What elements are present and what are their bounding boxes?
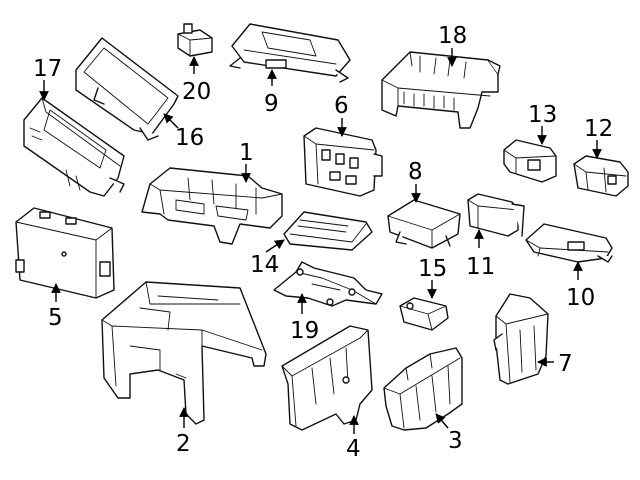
part-8-module xyxy=(387,199,461,249)
callout-10: 10 xyxy=(566,285,595,311)
leader-14 xyxy=(265,239,285,253)
part-15-sensor xyxy=(399,297,449,331)
callout-16: 16 xyxy=(175,125,204,151)
part-14-module xyxy=(283,211,373,251)
callout-3: 3 xyxy=(448,428,463,454)
callout-8: 8 xyxy=(408,159,423,185)
callout-4: 4 xyxy=(346,436,361,462)
part-17-control-module xyxy=(23,97,125,197)
part-13-connector xyxy=(503,139,557,183)
callout-6: 6 xyxy=(334,93,349,119)
part-5-panel-module xyxy=(15,207,115,299)
callout-17: 17 xyxy=(33,56,62,82)
part-18-fuse-box xyxy=(381,51,501,129)
callout-2: 2 xyxy=(176,431,191,457)
callout-18: 18 xyxy=(438,23,467,49)
callout-7: 7 xyxy=(558,351,573,377)
callout-9: 9 xyxy=(264,91,279,117)
leader-3 xyxy=(435,413,449,429)
leader-lines xyxy=(39,48,602,434)
callout-15: 15 xyxy=(418,256,447,282)
callout-12: 12 xyxy=(584,116,613,142)
callout-13: 13 xyxy=(528,102,557,128)
part-7-module xyxy=(493,293,549,385)
callout-11: 11 xyxy=(466,254,495,280)
part-3-fuse-holder xyxy=(383,347,463,431)
part-10-module xyxy=(525,223,613,263)
callout-14: 14 xyxy=(250,252,279,278)
part-16-module xyxy=(75,37,179,141)
part-12-relay-block xyxy=(573,155,629,197)
part-20-relay xyxy=(177,23,213,57)
part-2-lower-support xyxy=(101,281,267,425)
part-11-module xyxy=(467,193,525,237)
callout-5: 5 xyxy=(48,305,63,331)
callout-20: 20 xyxy=(182,79,211,105)
leader-16 xyxy=(163,113,179,129)
callout-1: 1 xyxy=(239,140,254,166)
part-6-ecu xyxy=(303,127,383,197)
callout-numbers: 20 9 18 17 16 6 13 12 1 8 11 10 14 5 19 … xyxy=(33,23,613,462)
part-4-junction-block xyxy=(281,325,373,431)
part-19-bracket xyxy=(273,261,383,307)
part-1-bracket-assembly xyxy=(141,167,283,245)
callout-19: 19 xyxy=(290,318,319,344)
part-9-module xyxy=(229,23,351,83)
